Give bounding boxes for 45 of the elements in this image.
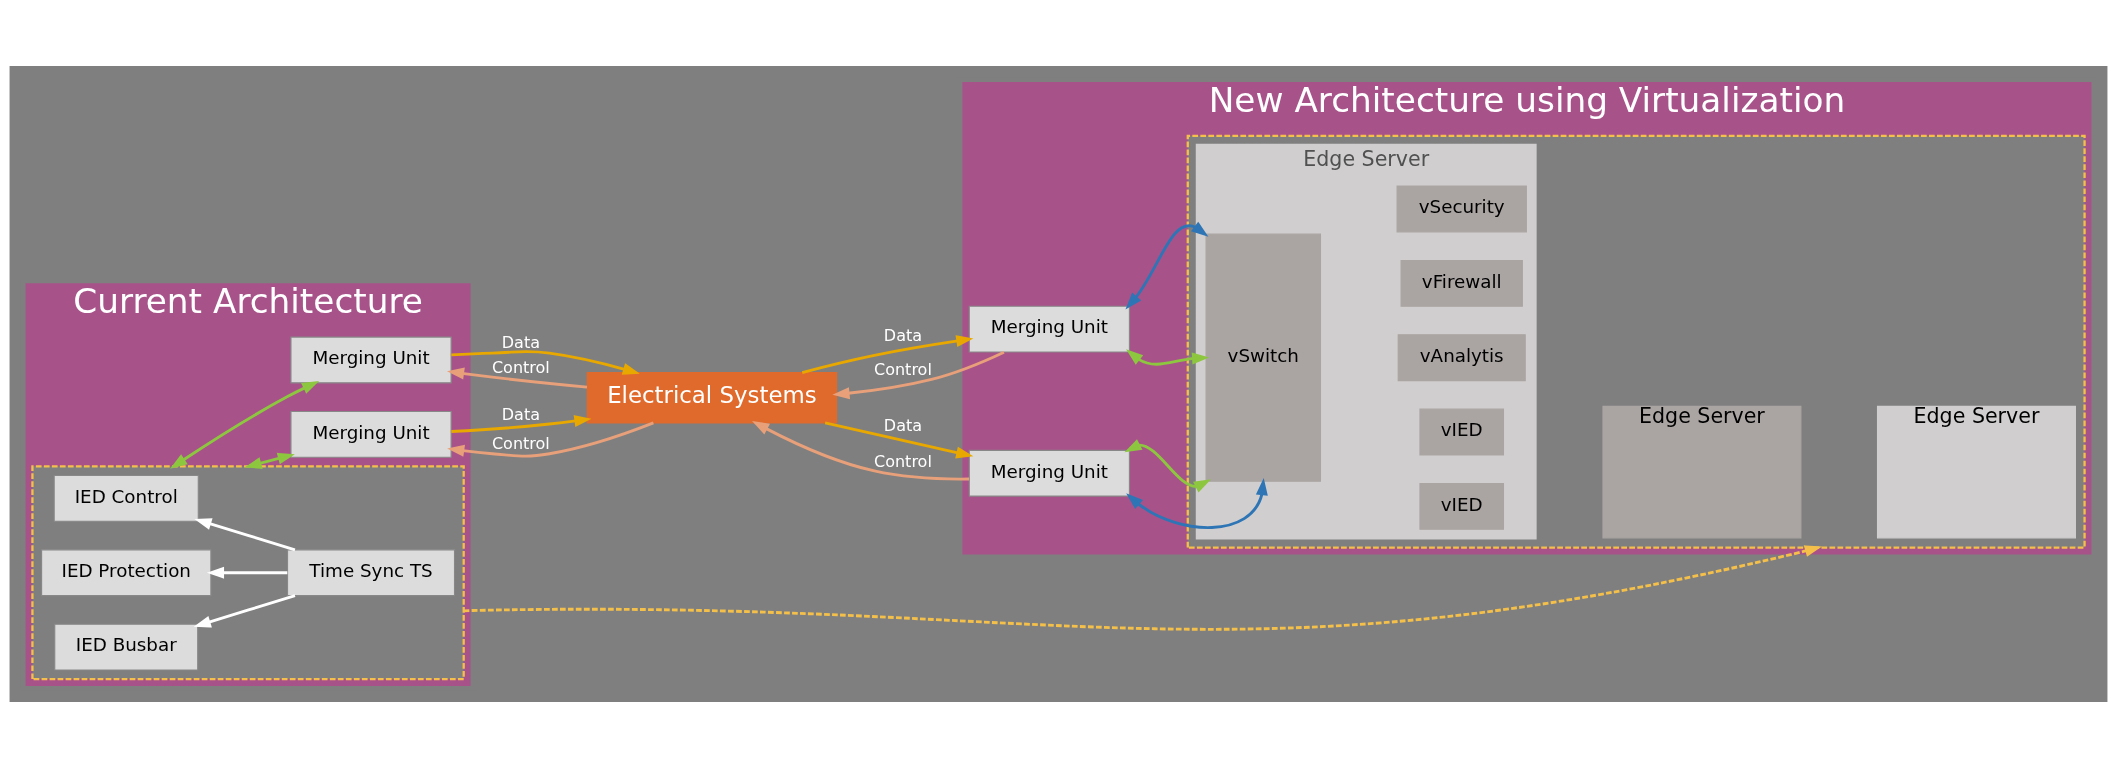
- edge-label: Control: [491, 357, 550, 377]
- node-box: vIED: [1419, 482, 1505, 530]
- node-box: Merging Unit: [290, 336, 452, 383]
- arrow: [1126, 477, 1268, 529]
- edge-label: Data: [501, 404, 540, 424]
- node-box: IED Busbar: [54, 623, 199, 671]
- arrow: [463, 544, 1822, 631]
- arrow: [244, 452, 295, 469]
- edge-label: Control: [491, 433, 550, 453]
- node-box: Merging Unit: [968, 305, 1130, 353]
- arrow: [446, 367, 588, 389]
- node-box: vSecurity: [1396, 185, 1527, 232]
- node-box: vIED: [1419, 408, 1505, 455]
- edge-label: Data: [501, 332, 540, 352]
- node-box: vAnalytis: [1397, 333, 1526, 381]
- edge-label: Control: [874, 359, 932, 379]
- edge-label: Data: [883, 415, 923, 435]
- arrow: [832, 350, 1005, 399]
- node-box: vSwitch: [1205, 233, 1321, 482]
- arrow: [193, 593, 296, 627]
- arrow: [1124, 438, 1212, 492]
- arrow: [447, 421, 654, 458]
- edge-label: Control: [874, 451, 932, 471]
- arrow: [1125, 221, 1209, 309]
- arrow: [451, 414, 592, 433]
- arrow: [824, 421, 974, 458]
- arrow: [451, 349, 640, 375]
- arrow: [801, 334, 974, 374]
- node-box: Time Sync TS: [286, 548, 456, 596]
- cluster: [1186, 134, 2086, 549]
- cluster: [31, 464, 465, 680]
- arrow: [1126, 348, 1210, 366]
- node-box: IED Protection: [41, 548, 212, 596]
- arrow: [752, 420, 970, 480]
- arrow: [170, 380, 320, 469]
- edge-label: Data: [883, 325, 923, 345]
- node-box: Edge Server: [1602, 405, 1802, 538]
- node-box: Merging Unit: [968, 449, 1130, 497]
- node-box: Edge Server: [1876, 405, 2076, 538]
- node-box: vFirewall: [1400, 259, 1523, 307]
- node-box: Merging Unit: [290, 410, 452, 458]
- node-box: Electrical Systems: [586, 371, 838, 423]
- arrow: [194, 517, 296, 551]
- arrow: [206, 566, 288, 579]
- node-box: IED Control: [53, 474, 199, 522]
